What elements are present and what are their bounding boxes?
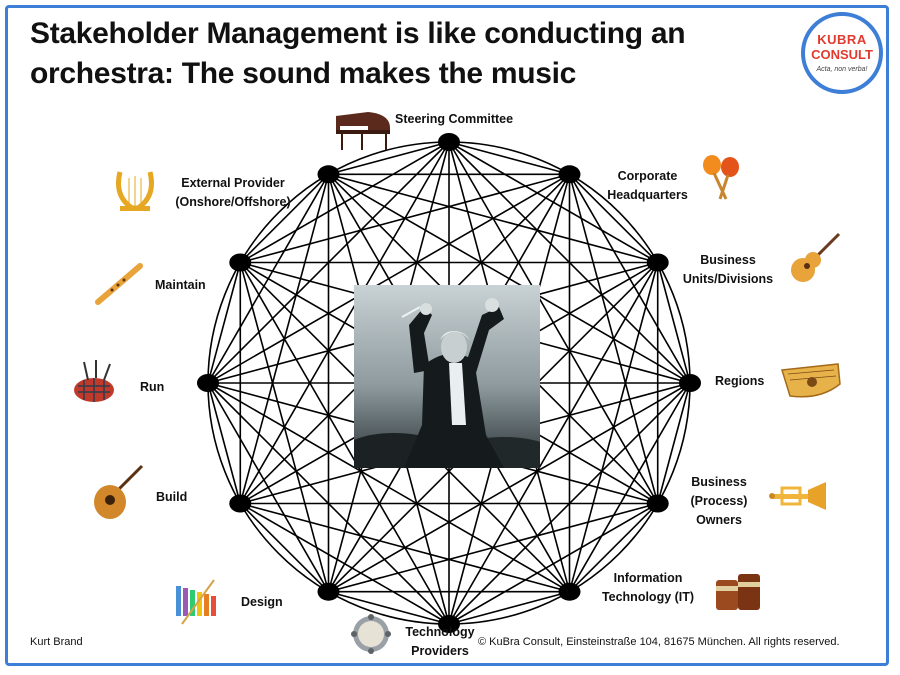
node-process_owners (646, 494, 669, 513)
stakeholder-design: Design (241, 595, 283, 609)
edge-business_units-external (328, 173, 658, 264)
conductor-photo (354, 285, 540, 468)
edge-steering-external (328, 141, 450, 176)
mandolin-icon (94, 464, 144, 519)
zither-icon (781, 363, 841, 398)
node-run (197, 374, 219, 392)
edge-it-tech_providers (448, 590, 570, 625)
node-tech_providers (438, 615, 460, 633)
edge-maintain-external (239, 173, 330, 264)
stakeholder-regions: Regions (715, 374, 765, 388)
logo-line-2: CONSULT (811, 47, 873, 62)
flute-icon (95, 263, 143, 305)
edge-build-run (207, 382, 242, 504)
tambourine-icon (351, 614, 391, 654)
bagpipes-icon (74, 360, 114, 402)
edge-design-maintain (239, 262, 330, 592)
node-it (558, 582, 581, 601)
stakeholder-corporate-headquarters: Corporate Headquarters (607, 169, 688, 202)
page-frame (5, 5, 889, 666)
stakeholder-it: Information Technology (IT) (601, 571, 695, 604)
edge-steering-corporate (448, 141, 570, 176)
node-corporate (558, 165, 581, 184)
node-business_units (646, 253, 669, 272)
node-build (229, 494, 252, 513)
maracas-icon (703, 155, 739, 200)
edge-it-run (207, 382, 570, 593)
edge-build-external (239, 174, 330, 504)
stakeholder-steering-committee: Steering Committee (395, 112, 514, 126)
lyre-icon (116, 171, 154, 211)
stakeholder-build: Build (156, 490, 188, 504)
node-maintain (229, 253, 252, 272)
edge-process_owners-it (568, 502, 659, 593)
page-title: Stakeholder Management is like conductin… (30, 17, 686, 90)
edge-business_units-regions (656, 262, 691, 384)
edge-run-maintain (207, 262, 242, 384)
network-nodes (197, 133, 701, 633)
logo-tagline: Acta, non verba! (816, 66, 868, 73)
guitar-icon (791, 232, 841, 282)
stakeholder-run: Run (140, 380, 165, 394)
drums-icon (716, 574, 760, 610)
edge-run-external (207, 173, 330, 384)
node-regions (679, 374, 701, 392)
stakeholder-maintain: Maintain (155, 278, 206, 292)
footer-copyright: © KuBra Consult, Einsteinstraße 104, 816… (478, 636, 840, 648)
edge-design-build (239, 502, 330, 593)
stakeholder-process-owners: Business (Process) Owners (690, 475, 748, 527)
logo-line-1: KUBRA (817, 32, 867, 47)
stakeholder-business-units: Business Units/Divisions (682, 253, 774, 286)
edge-regions-external (328, 173, 691, 384)
node-design (317, 582, 340, 601)
stakeholder-technology-providers: Technology Providers (405, 625, 475, 658)
edge-design-run (207, 382, 330, 593)
edge-tech_providers-build (239, 502, 450, 625)
edge-regions-process_owners (656, 382, 691, 504)
edge-corporate-business_units (568, 173, 659, 264)
node-external (317, 165, 340, 184)
trumpet-icon (769, 482, 826, 510)
edge-tech_providers-maintain (239, 262, 450, 625)
stakeholder-external-provider: External Provider (Onshore/Offshore) (175, 176, 291, 209)
grand-piano-icon (336, 112, 390, 150)
edge-tech_providers-design (328, 590, 450, 625)
footer-author: Kurt Brand (30, 636, 83, 648)
xylophone-icon (176, 579, 216, 625)
kubra-consult-logo: KUBRA CONSULT Acta, non verba! (801, 12, 883, 94)
node-steering (438, 133, 460, 151)
